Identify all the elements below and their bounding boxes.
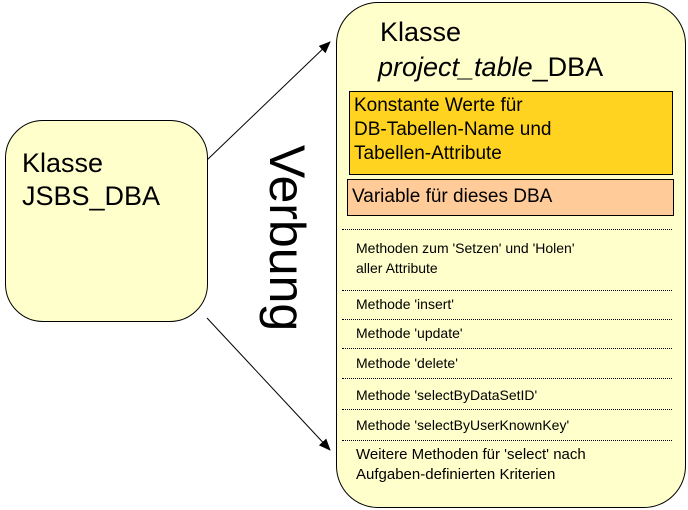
arrow-lower: [206, 317, 331, 451]
base-class-box: [5, 120, 208, 322]
arrow-upper: [206, 41, 331, 161]
separator: [342, 348, 672, 349]
derived-class-name: project_table_DBA: [378, 52, 604, 82]
inheritance-label: Verbung: [259, 144, 315, 332]
method-select-by-key: Methode 'selectByUserKnownKey': [356, 417, 570, 433]
variable-box: Variable für dieses DBA: [347, 179, 674, 216]
separator: [342, 409, 672, 410]
separator: [342, 378, 672, 379]
method-other-selects: Weitere Methoden für 'select' nach Aufga…: [356, 446, 586, 483]
method-getset: Methoden zum 'Setzen' und 'Holen' aller …: [356, 240, 575, 276]
derived-class-kind: Klasse: [380, 17, 462, 47]
method-insert: Methode 'insert': [356, 296, 454, 312]
method-update: Methode 'update': [356, 325, 463, 341]
separator: [342, 290, 672, 291]
method-delete: Methode 'delete': [356, 355, 458, 371]
separator: [342, 229, 672, 230]
separator: [342, 319, 672, 320]
method-select-by-id: Methode 'selectByDataSetID': [356, 387, 538, 403]
separator: [342, 440, 672, 441]
derived-class-box: [336, 2, 686, 508]
